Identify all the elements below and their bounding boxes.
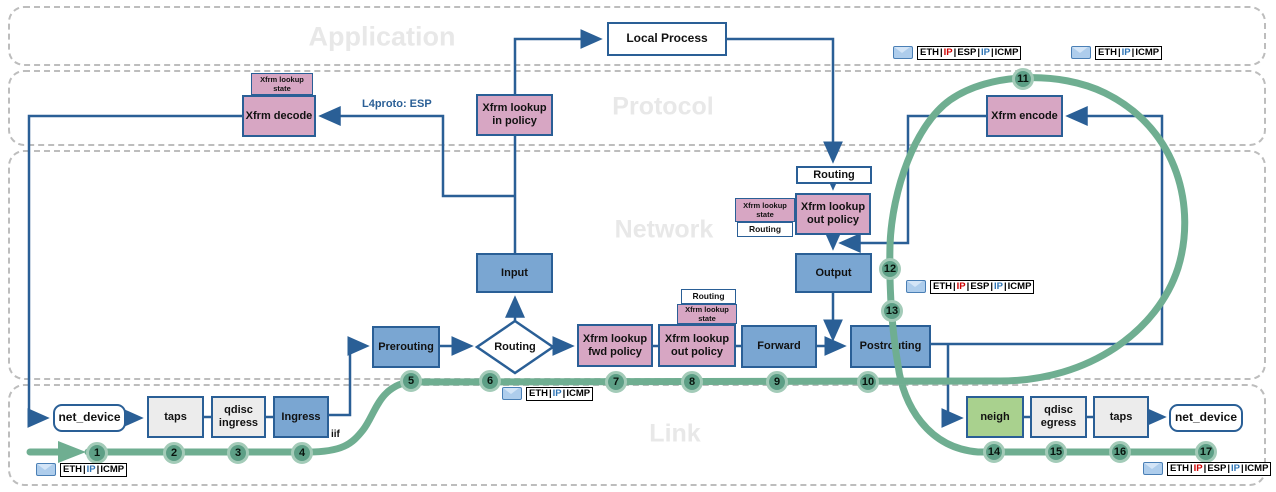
step-circle-5: 5: [400, 370, 422, 392]
step-circle-6: 6: [479, 370, 501, 392]
postrouting-box: Postrouting: [850, 325, 931, 368]
step-circle-4: 4: [291, 442, 313, 464]
xfrm-lookup-out-policy-lower-box: Xfrm lookup out policy: [658, 324, 736, 367]
connector-postrouting-to-encode: [931, 106, 1164, 346]
step-circle-11: 11: [1012, 68, 1034, 90]
routing-diamond-label: Routing: [494, 341, 536, 353]
envelope-icon: [502, 387, 522, 401]
packet-label-middle-right-encap: ETH|IP|ESP|IP|ICMP: [906, 280, 1035, 294]
connector-localprocess-to-routing-out: [727, 37, 843, 164]
packet-label-bottom-right-encap: ETH|IP|ESP|IP|ICMP: [1143, 462, 1272, 476]
qdisc-egress-box: qdisc egress: [1030, 396, 1087, 438]
envelope-icon: [893, 46, 913, 60]
xfrm-lookup-state-box-3: Xfrm lookup state: [677, 304, 737, 324]
step-circle-14: 14: [983, 441, 1005, 463]
step-circle-8: 8: [681, 371, 703, 393]
connector-decode-to-netdevice: [27, 114, 242, 428]
connector-ingress-to-prerouting: [329, 336, 370, 417]
xfrm-lookup-fwd-policy-box: Xfrm lookup fwd policy: [577, 324, 653, 367]
ingress-box: Ingress: [273, 396, 329, 438]
envelope-icon: [36, 463, 56, 477]
step-circle-7: 7: [605, 371, 627, 393]
step-circle-16: 16: [1109, 441, 1131, 463]
packet-label-bottom-left-plain: ETH|IP|ICMP: [36, 463, 128, 477]
step-circle-15: 15: [1045, 441, 1067, 463]
envelope-icon: [1071, 46, 1091, 60]
step-circle-9: 9: [766, 371, 788, 393]
routing-out-box: Routing: [796, 166, 872, 184]
forward-box: Forward: [741, 325, 817, 368]
step-circle-1: 1: [86, 442, 108, 464]
l4proto-esp-label: L4proto: ESP: [362, 98, 432, 110]
packet-label-bottom-middle-plain: ETH|IP|ICMP: [502, 387, 594, 401]
qdisc-ingress-box: qdisc ingress: [211, 396, 266, 438]
packet-label-top-right-encap: ETH|IP|ESP|IP|ICMP: [893, 46, 1022, 60]
step-circle-12: 12: [879, 258, 901, 280]
xfrm-decode-box: Xfrm decode: [242, 95, 316, 137]
packet-label-top-right-plain: ETH|IP|ICMP: [1071, 46, 1163, 60]
step-circle-2: 2: [163, 442, 185, 464]
prerouting-box: Prerouting: [372, 326, 440, 368]
taps-left-box: taps: [147, 396, 204, 438]
input-box: Input: [476, 253, 553, 293]
connector-postrouting-to-neigh: [941, 344, 964, 428]
envelope-icon: [906, 280, 926, 294]
net-device-right-box: net_device: [1169, 404, 1243, 432]
routing-small-box-3: Routing: [681, 289, 736, 304]
step-circle-13: 13: [881, 300, 903, 322]
taps-right-box: taps: [1093, 396, 1149, 438]
local-process-box: Local Process: [607, 22, 727, 56]
net-device-left-box: net_device: [53, 404, 126, 432]
envelope-icon: [1143, 462, 1163, 476]
step-circle-17: 17: [1195, 441, 1217, 463]
neigh-box: neigh: [966, 396, 1024, 438]
routing-small-box-2: Routing: [737, 222, 793, 237]
iif-label: iif: [331, 429, 340, 440]
output-box: Output: [795, 253, 872, 293]
band-application: [8, 6, 1266, 66]
xfrm-lookup-state-box-1: Xfrm lookup state: [251, 73, 313, 95]
layer-label-application: Application: [308, 21, 456, 52]
connector-inpolicy-to-localprocess: [513, 29, 603, 94]
xfrm-lookup-out-policy-upper-box: Xfrm lookup out policy: [795, 193, 871, 235]
step-circle-3: 3: [227, 442, 249, 464]
xfrm-lookup-state-box-2: Xfrm lookup state: [735, 198, 795, 222]
xfrm-lookup-in-policy-box: Xfrm lookup in policy: [476, 94, 553, 136]
step-circle-10: 10: [857, 371, 879, 393]
xfrm-encode-box: Xfrm encode: [986, 95, 1063, 137]
